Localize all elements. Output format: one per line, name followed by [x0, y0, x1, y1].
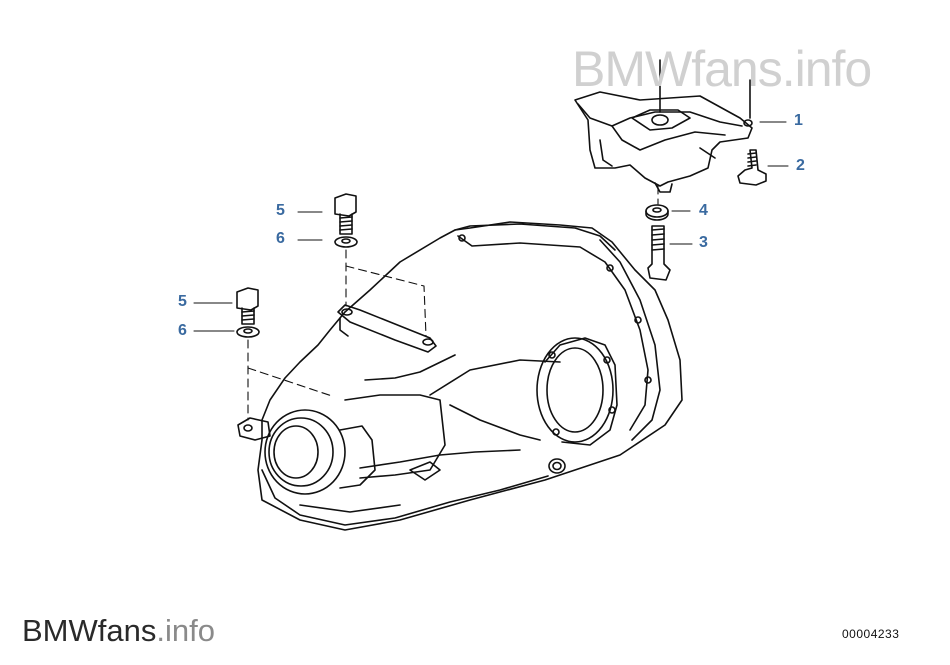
washer-part-4: [645, 204, 669, 221]
washer-part-6-lower: [236, 326, 260, 338]
diagram-id: 00004233: [842, 627, 900, 641]
callout-3: 3: [699, 234, 708, 251]
bolt-part-2: [737, 149, 767, 186]
differential-housing: [237, 221, 683, 531]
rubber-mount: [574, 59, 753, 193]
callout-5-lower: 5: [178, 293, 187, 310]
washer-part-6-upper: [334, 236, 358, 248]
callout-1: 1: [794, 112, 803, 129]
watermark-bottom: BMWfans.info: [22, 613, 215, 649]
bolt-part-5-lower: [236, 287, 259, 325]
watermark-suffix: .info: [156, 613, 215, 648]
callout-2: 2: [796, 157, 805, 174]
stud-part-3: [647, 225, 671, 281]
watermark-brand: BMWfans: [22, 613, 157, 648]
watermark-top: BMWfans.info: [572, 41, 872, 97]
bolt-part-5-upper: [334, 193, 357, 235]
callout-6-upper: 6: [276, 230, 285, 247]
callout-5-upper: 5: [276, 202, 285, 219]
callout-6-lower: 6: [178, 322, 187, 339]
assembly-dashed-lines: [247, 185, 659, 421]
leader-lines: [193, 121, 789, 332]
callout-4: 4: [699, 202, 708, 219]
